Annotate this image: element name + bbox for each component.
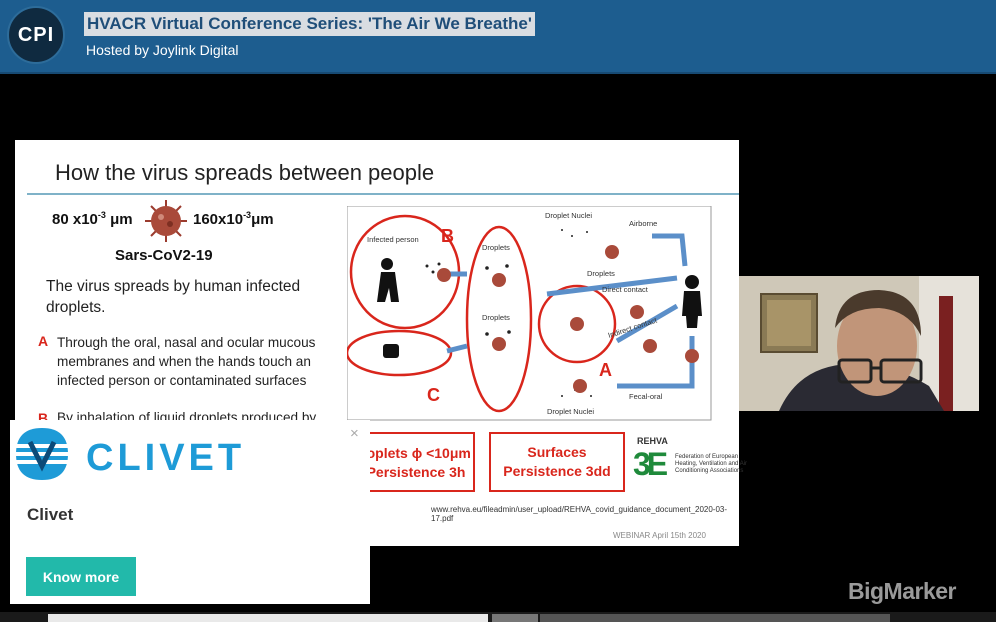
rehva-logo: 3E xyxy=(633,446,668,482)
label-b: B xyxy=(441,226,454,246)
virus-size-small: 80 x10-3 μm xyxy=(52,210,133,228)
bullet-b-marker: B xyxy=(38,410,49,426)
surfaces-persistence-box: Surfaces Persistence 3dd xyxy=(489,432,625,492)
label-a: A xyxy=(599,360,612,380)
bottom-toolbar-strip xyxy=(0,612,996,622)
droplets-persistence-text: Persistence 3h xyxy=(366,464,466,480)
slide-divider xyxy=(27,193,739,195)
surfaces-text: Surfaces xyxy=(527,444,587,460)
presenter-webcam xyxy=(739,276,979,411)
clivet-logo-text: CLIVET xyxy=(86,437,245,479)
label-droplets-2: Droplets xyxy=(482,313,510,322)
presenter-video-frame xyxy=(739,276,979,411)
transmission-diagram: Infected person Droplets Droplets Drople… xyxy=(347,206,712,421)
label-c: C xyxy=(427,385,440,405)
slide-title: How the virus spreads between people xyxy=(55,160,435,185)
label-direct-contact: Direct contact xyxy=(602,285,649,294)
label-droplets-3: Droplets xyxy=(587,269,615,278)
label-droplet-nuclei-bottom: Droplet Nuclei xyxy=(547,407,594,416)
sponsor-ad-card[interactable]: × CLIVET Clivet Know more xyxy=(10,420,370,604)
sponsor-name: Clivet xyxy=(27,505,74,524)
slide-footer: WEBINAR April 15th 2020 xyxy=(613,531,706,540)
toolbar-segment[interactable] xyxy=(48,614,488,622)
event-host: Hosted by Joylink Digital xyxy=(86,42,239,58)
virus-name: Sars-CoV2-19 xyxy=(115,247,213,264)
label-airborne: Airborne xyxy=(629,219,657,228)
toolbar-segment[interactable] xyxy=(492,614,538,622)
label-droplets-1: Droplets xyxy=(482,243,510,252)
bullet-a-marker: A xyxy=(38,333,49,349)
surfaces-persistence-text: Persistence 3dd xyxy=(503,463,611,479)
close-icon[interactable]: × xyxy=(350,425,359,442)
toolbar-segment[interactable] xyxy=(540,614,890,622)
clivet-logo: CLIVET xyxy=(10,428,245,480)
droplets-persistence-box: roplets ϕ <10μm Persistence 3h xyxy=(357,432,475,492)
rehva-name: REHVA xyxy=(637,436,668,446)
cpi-logo[interactable]: CPI xyxy=(7,6,65,64)
label-fecal-oral: Fecal-oral xyxy=(629,392,663,401)
label-droplet-nuclei-top: Droplet Nuclei xyxy=(545,211,592,220)
slide-paragraph: The virus spreads by human infected drop… xyxy=(46,278,301,316)
label-infected-person: Infected person xyxy=(367,235,419,244)
event-header: CPI HVACR Virtual Conference Series: 'Th… xyxy=(0,0,996,74)
bigmarker-watermark: BigMarker xyxy=(848,578,956,604)
slide-source-url: www.rehva.eu/fileadmin/user_upload/REHVA… xyxy=(431,505,728,523)
know-more-button[interactable]: Know more xyxy=(26,557,136,596)
cpi-logo-text: CPI xyxy=(17,23,55,46)
coronavirus-icon xyxy=(145,200,187,242)
rehva-description: Federation of European Heating, Ventilat… xyxy=(675,454,748,474)
droplets-size-text: roplets ϕ <10μm xyxy=(361,445,471,461)
virus-size-large: 160x10-3μm xyxy=(193,210,274,228)
event-title: HVACR Virtual Conference Series: 'The Ai… xyxy=(84,12,535,36)
bullet-a-text: Through the oral, nasal and ocular mucou… xyxy=(57,335,316,388)
